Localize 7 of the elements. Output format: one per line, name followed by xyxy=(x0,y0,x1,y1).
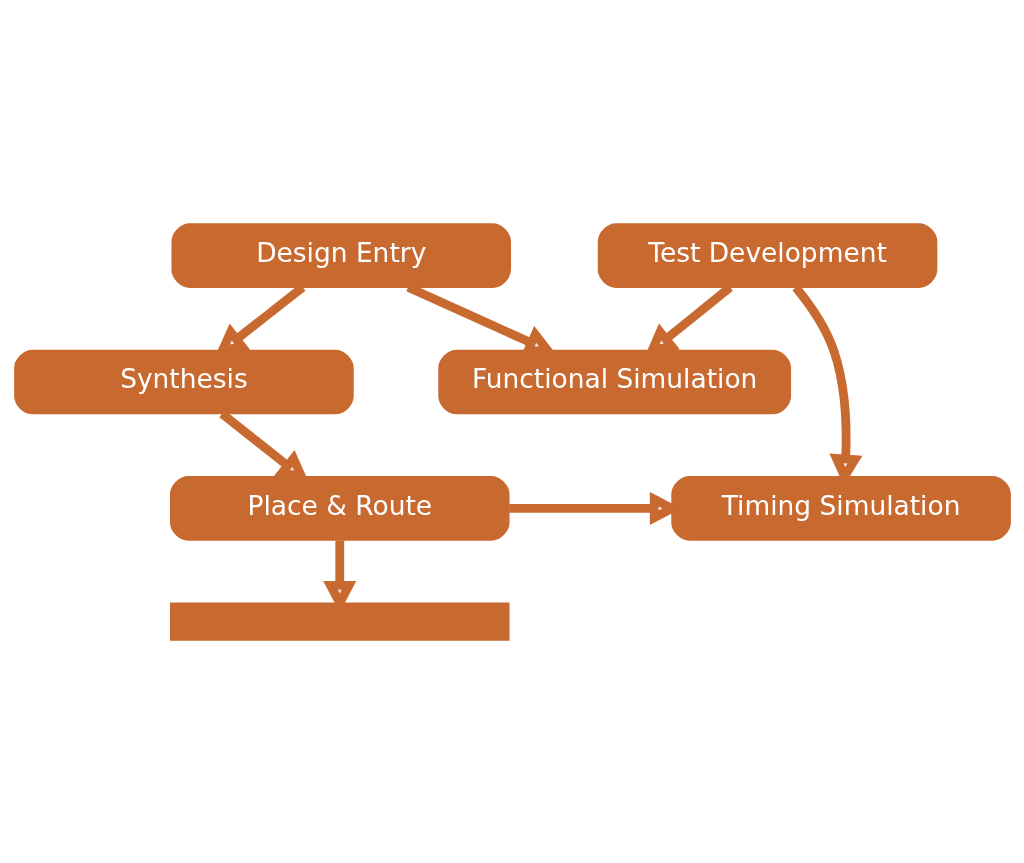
node-box: Design Entry xyxy=(170,222,511,288)
node-box: Synthesis xyxy=(13,349,354,414)
node-box: Timing Simulation xyxy=(670,475,1011,541)
node-chip xyxy=(169,602,510,641)
node-box: Functional Simulation xyxy=(437,349,791,414)
node-box: Test Development xyxy=(597,222,937,288)
node-box: Place & Route xyxy=(169,475,510,541)
